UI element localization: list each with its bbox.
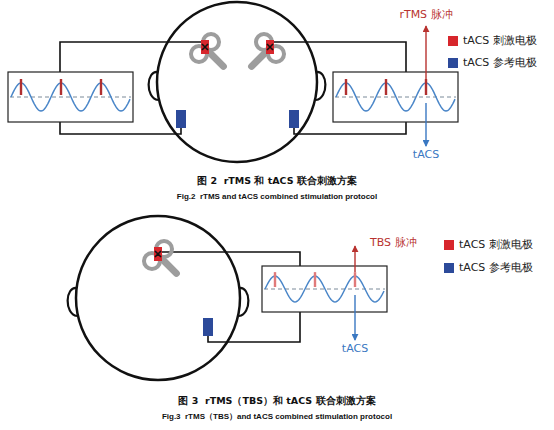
coil-ring	[153, 238, 176, 261]
stimulation-electrode	[201, 40, 209, 54]
ear-outline	[239, 288, 248, 316]
figure-caption: Fig.3 rTMS（TBS）and tACS combined stimula…	[162, 412, 392, 422]
tacs-arrow	[425, 103, 426, 146]
legend-text: tACS 参考电极	[463, 56, 537, 69]
legend-text: tACS 刺激电极	[463, 34, 537, 47]
signal-label: tACS	[413, 148, 439, 161]
legend-item: tACS 刺激电极	[448, 34, 537, 47]
tms-coil	[240, 31, 287, 78]
pulse-bar	[274, 272, 276, 287]
coil-ring	[141, 250, 164, 273]
pulse-bar	[385, 79, 387, 95]
legend-text: tACS 刺激电极	[459, 238, 533, 251]
stimulation-electrode	[154, 247, 162, 261]
waveform-box	[333, 72, 458, 122]
tacs-sine-wave	[336, 83, 455, 111]
pulse-label: rTMS 脉冲	[399, 8, 452, 21]
electrode-wire	[60, 42, 201, 72]
coil-ring	[200, 31, 223, 54]
coil-ring	[253, 31, 276, 54]
legend-item: tACS 参考电极	[448, 56, 537, 69]
legend-item: tACS 刺激电极	[444, 238, 533, 251]
legend-text: tACS 参考电极	[459, 261, 533, 274]
pulse-label: TBS 脉冲	[370, 236, 417, 249]
pulse-arrow	[425, 26, 426, 79]
pulse-arrow	[354, 246, 355, 272]
figure-caption: 图 2 rTMS 和 tACS 联合刺激方案	[197, 175, 357, 186]
reference-electrode	[203, 318, 213, 336]
stimulation-electrode	[266, 40, 274, 54]
reference-electrode	[289, 110, 299, 128]
drawing-layer	[8, 2, 458, 380]
head-outline	[76, 216, 240, 380]
coil-ring	[265, 43, 288, 66]
ear-outline	[149, 72, 158, 100]
tms-coil	[141, 238, 188, 285]
figure-caption: Fig.2 rTMS and tACS combined stimulation…	[177, 192, 377, 202]
ear-outline	[68, 288, 77, 316]
tacs-sine-wave	[11, 83, 130, 111]
tacs-arrow	[354, 295, 355, 340]
tacs-sine-wave	[265, 276, 384, 302]
pulse-bar	[425, 79, 427, 95]
legend-swatch	[448, 36, 458, 46]
pulse-bar	[100, 79, 102, 95]
coil-ring	[188, 43, 211, 66]
tms-coil	[188, 31, 235, 78]
electrode-wire	[162, 252, 300, 266]
waveform-box	[262, 266, 387, 312]
pulse-bar	[314, 272, 316, 287]
coil-handle	[209, 52, 223, 66]
legend-swatch	[444, 240, 454, 250]
pulse-bar	[20, 79, 22, 95]
pulse-bar	[354, 272, 356, 287]
legend-swatch	[448, 58, 458, 68]
reference-electrode	[176, 110, 186, 128]
coil-handle	[162, 259, 176, 273]
electrode-wire	[208, 312, 300, 342]
head-outline	[157, 2, 317, 162]
pulse-bar	[60, 79, 62, 95]
electrode-wire	[274, 42, 406, 72]
electrode-wire	[60, 122, 181, 134]
target-cross	[267, 44, 273, 50]
electrode-wire	[294, 122, 406, 134]
waveform-box	[8, 72, 133, 122]
legend-swatch	[444, 263, 454, 273]
figure-caption: 图 3 rTMS（TBS）和 tACS 联合刺激方案	[178, 395, 375, 406]
target-cross	[155, 251, 161, 257]
coil-handle	[252, 52, 266, 66]
target-cross	[202, 44, 208, 50]
legend-item: tACS 参考电极	[444, 261, 533, 274]
pulse-bar	[345, 79, 347, 95]
signal-label: tACS	[342, 342, 368, 355]
ear-outline	[316, 72, 325, 100]
